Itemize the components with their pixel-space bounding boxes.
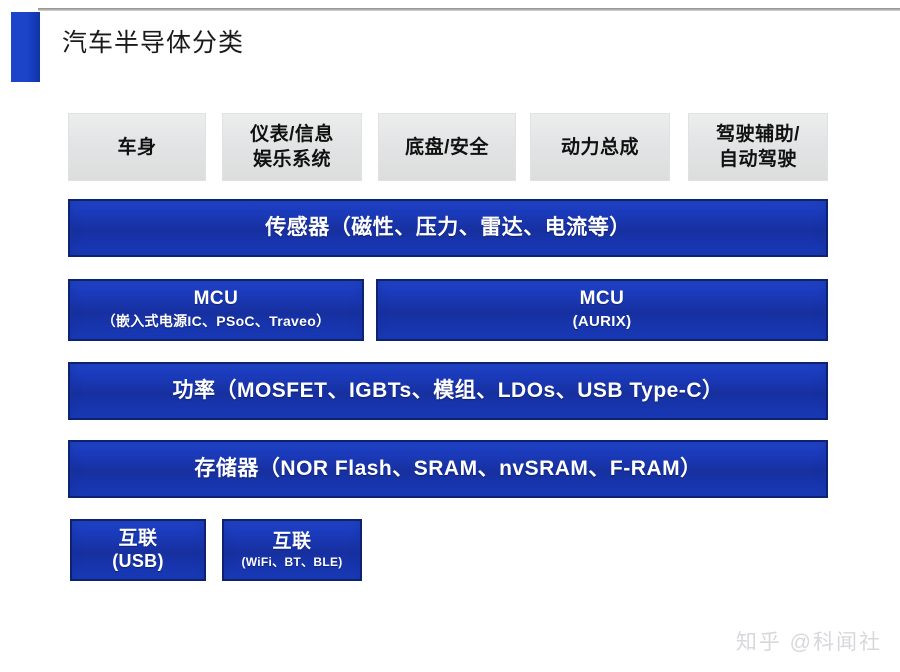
domain-box-body: 车身 bbox=[68, 113, 206, 181]
layer-bar-mcu-left: MCU （嵌入式电源IC、PSoC、Traveo） bbox=[68, 279, 364, 341]
layer-bar-interconnect-usb: 互联 (USB) bbox=[70, 519, 206, 581]
domain-label-line-1: 动力总成 bbox=[560, 136, 639, 158]
layer-label-interconnect-wireless-detail: (WiFi、BT、BLE) bbox=[241, 554, 343, 569]
layer-label-mcu-left-detail: （嵌入式电源IC、PSoC、Traveo） bbox=[101, 313, 331, 329]
domain-label-line-1: 车身 bbox=[117, 136, 157, 158]
domain-label-line-1: 仪表/信息 bbox=[250, 124, 334, 145]
watermark: 知乎 @科闻社 bbox=[735, 631, 882, 654]
domain-box-powertrain: 动力总成 bbox=[530, 113, 670, 181]
domain-label-line-2: 自动驾驶 bbox=[718, 149, 797, 170]
layer-label-mcu-right-detail: (AURIX) bbox=[572, 313, 632, 330]
domain-box-instrument-infotainment: 仪表/信息 娱乐系统 bbox=[222, 113, 362, 181]
layer-label-memory: 存储器（NOR Flash、SRAM、nvSRAM、F-RAM） bbox=[194, 457, 702, 480]
header-divider-line bbox=[38, 8, 900, 11]
layer-label-interconnect-usb-title: 互联 bbox=[118, 528, 158, 549]
layer-label-interconnect-wireless-title: 互联 bbox=[272, 530, 312, 552]
layer-bar-mcu-right: MCU (AURIX) bbox=[376, 279, 828, 341]
layer-bar-power: 功率（MOSFET、IGBTs、模组、LDOs、USB Type-C） bbox=[68, 362, 828, 420]
layer-label-sensor: 传感器（磁性、压力、雷达、电流等） bbox=[265, 216, 631, 239]
layer-label-power: 功率（MOSFET、IGBTs、模组、LDOs、USB Type-C） bbox=[172, 379, 724, 402]
domain-label-line-2: 娱乐系统 bbox=[252, 149, 331, 170]
domain-label-line-1: 驾驶辅助/ bbox=[716, 124, 800, 145]
layer-bar-memory: 存储器（NOR Flash、SRAM、nvSRAM、F-RAM） bbox=[68, 440, 828, 498]
layer-label-mcu-left-title: MCU bbox=[193, 288, 239, 309]
slide-header: 汽车半导体分类 bbox=[0, 0, 900, 92]
page-title: 汽车半导体分类 bbox=[62, 29, 245, 57]
domain-box-adas-autonomous: 驾驶辅助/ 自动驾驶 bbox=[688, 113, 828, 181]
layer-bar-sensor: 传感器（磁性、压力、雷达、电流等） bbox=[68, 199, 828, 257]
layer-label-mcu-right-title: MCU bbox=[579, 288, 625, 309]
layer-label-interconnect-usb-detail: (USB) bbox=[112, 551, 164, 571]
header-blue-marker bbox=[11, 12, 41, 82]
domain-box-chassis-safety: 底盘/安全 bbox=[378, 113, 516, 181]
layer-bar-interconnect-wireless: 互联 (WiFi、BT、BLE) bbox=[222, 519, 362, 581]
domain-label-line-1: 底盘/安全 bbox=[405, 136, 489, 158]
